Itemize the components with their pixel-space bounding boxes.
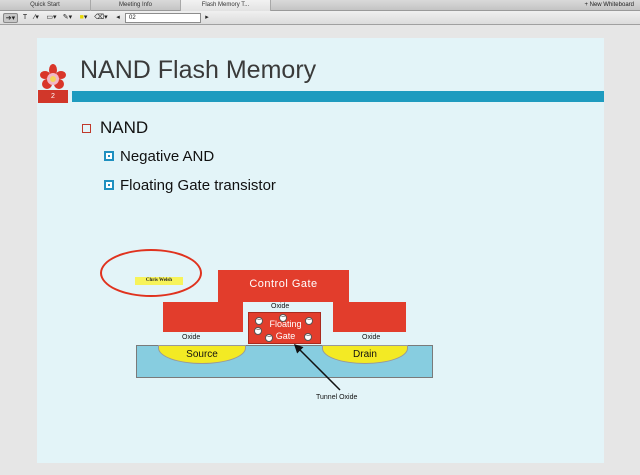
floating-gate-label-line2: Gate bbox=[275, 331, 296, 341]
plus-icon: + bbox=[584, 2, 590, 8]
control-gate-right bbox=[333, 302, 406, 332]
source-label: Source bbox=[186, 349, 218, 360]
oxide-label-top: Oxide bbox=[271, 303, 290, 310]
highlighted-annotation[interactable]: Chris Welsh bbox=[135, 277, 183, 285]
oxide-label-right: Oxide bbox=[362, 334, 381, 341]
electron-icon: − bbox=[255, 317, 263, 325]
line-tool-button[interactable]: ⁄▾ bbox=[31, 13, 42, 23]
title-accent-bar bbox=[72, 91, 604, 102]
electron-icon: − bbox=[279, 314, 287, 322]
annotation-circle[interactable] bbox=[100, 249, 202, 297]
arrow-icon: ➔▾ bbox=[5, 15, 16, 22]
electron-icon: − bbox=[305, 317, 313, 325]
pointer-tool-button[interactable]: ➔▾ bbox=[3, 13, 18, 23]
annotation-text: Chris Welsh bbox=[145, 278, 173, 283]
new-whiteboard-button[interactable]: + New Whiteboard bbox=[584, 0, 634, 11]
text-icon: T bbox=[22, 14, 28, 21]
bullet-text: NAND bbox=[100, 118, 149, 137]
page-number-input[interactable]: 02 bbox=[125, 13, 201, 23]
tab-bar: Quick Start Meeting Info Flash Memory T.… bbox=[0, 0, 640, 11]
color-swatch-icon: ■ bbox=[79, 14, 84, 21]
tab-label: Flash Memory T... bbox=[201, 2, 250, 8]
eraser-icon: ⌫▾ bbox=[94, 14, 108, 21]
flower-logo-icon bbox=[40, 64, 66, 89]
text-tool-button[interactable]: T bbox=[20, 13, 30, 23]
page-number-value: 02 bbox=[129, 15, 136, 21]
square-bullet-icon bbox=[104, 180, 114, 190]
control-gate-top bbox=[218, 270, 349, 302]
eraser-tool-button[interactable]: ⌫▾ bbox=[94, 13, 108, 23]
square-bullet-icon bbox=[82, 124, 91, 133]
floating-gate: Floating Gate − − − − − − bbox=[248, 312, 321, 344]
tab-flash-memory[interactable]: Flash Memory T... bbox=[181, 0, 271, 11]
color-tool-button[interactable]: ■▾ bbox=[79, 14, 88, 21]
rectangle-icon: ▭▾ bbox=[46, 14, 57, 21]
pen-tool-button[interactable]: ✎▾ bbox=[61, 13, 74, 23]
prev-page-button[interactable]: ◂ bbox=[114, 13, 122, 23]
chevron-left-icon: ◂ bbox=[116, 14, 120, 21]
electron-icon: − bbox=[265, 334, 273, 342]
tab-label: Quick Start bbox=[30, 2, 60, 8]
electron-icon: − bbox=[254, 327, 262, 335]
square-bullet-icon bbox=[104, 151, 114, 161]
electron-icon: − bbox=[304, 333, 312, 341]
control-gate-label: Control Gate bbox=[249, 278, 318, 290]
line-icon: ⁄▾ bbox=[34, 14, 39, 21]
new-whiteboard-label: New Whiteboard bbox=[589, 2, 634, 8]
shape-tool-button[interactable]: ▭▾ bbox=[45, 13, 58, 23]
oxide-label-left: Oxide bbox=[182, 334, 201, 341]
next-page-button[interactable]: ▸ bbox=[203, 13, 211, 23]
sub-bullet-text: Negative AND bbox=[120, 148, 215, 165]
control-gate-left bbox=[163, 302, 243, 332]
sub-bullet-text: Floating Gate transistor bbox=[120, 177, 276, 194]
chevron-right-icon: ▸ bbox=[205, 14, 209, 21]
toolbar: ➔▾ T ⁄▾ ▭▾ ✎▾ ■▾ ⌫▾ ◂ 02 ▸ bbox=[0, 11, 640, 25]
slide-number-badge: 2 bbox=[38, 90, 68, 103]
slide-number: 2 bbox=[51, 93, 55, 100]
tab-meeting-info[interactable]: Meeting Info bbox=[91, 0, 181, 11]
tunnel-oxide-label: Tunnel Oxide bbox=[316, 394, 358, 401]
pen-icon: ✎▾ bbox=[62, 14, 73, 21]
floating-gate-label-line1: Floating bbox=[269, 319, 302, 329]
slide-title: NAND Flash Memory bbox=[80, 56, 317, 84]
tab-label: Meeting Info bbox=[118, 2, 153, 8]
tab-quick-start[interactable]: Quick Start bbox=[0, 0, 91, 11]
drain-label: Drain bbox=[353, 349, 377, 360]
